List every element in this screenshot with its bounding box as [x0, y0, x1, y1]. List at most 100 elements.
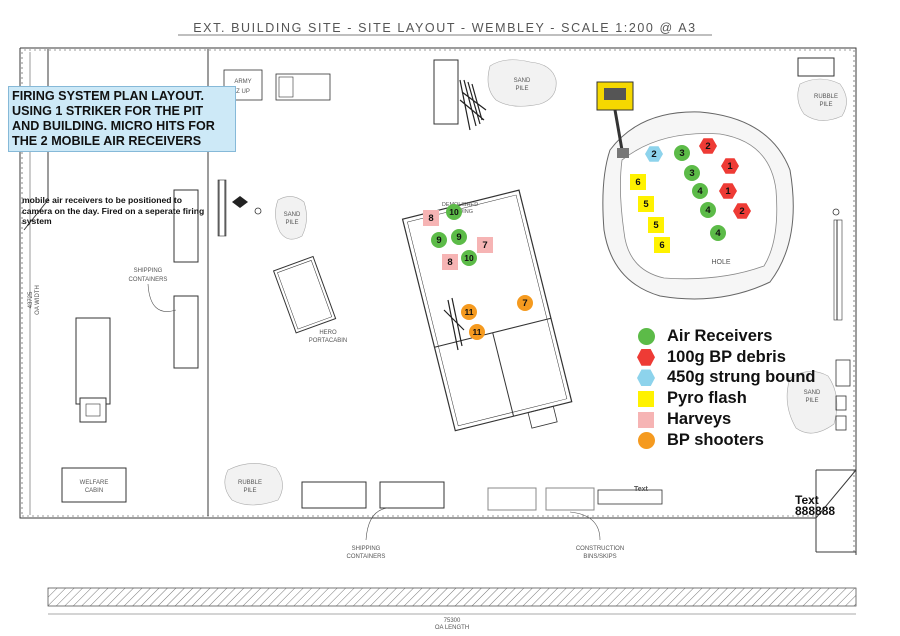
air-receiver-marker — [674, 145, 690, 161]
legend-label: BP shooters — [667, 430, 764, 449]
shipping-container-a — [173, 189, 199, 263]
marker-number: 4 — [697, 186, 703, 197]
marker-number: 6 — [635, 177, 640, 188]
text-placeholder-line-2: 888888 — [795, 504, 836, 518]
air-receiver-marker — [451, 229, 467, 245]
demolished-building — [401, 189, 573, 432]
marker-number: 8 — [428, 213, 433, 224]
bp-debris-marker — [719, 183, 737, 199]
legend-bp-debris-icon — [637, 348, 655, 366]
legend-label: Pyro flash — [667, 389, 747, 408]
shipping-container-b — [173, 295, 199, 369]
marker-number: 3 — [689, 168, 694, 179]
legend-harveys-icon — [638, 411, 654, 428]
marker-number: 11 — [465, 307, 474, 317]
marker-number: 1 — [727, 161, 733, 172]
legend-label: Harveys — [667, 410, 732, 429]
marker-number: 5 — [653, 220, 659, 231]
shipping-container-bottom-b — [379, 481, 445, 509]
legend-label: 450g strung bound — [667, 368, 816, 387]
legend-row: 450g strung bound — [636, 368, 846, 389]
marker-number: 10 — [464, 253, 474, 263]
crane-vehicle — [75, 317, 111, 405]
construction-bin-a — [487, 487, 537, 511]
bp-debris-marker — [733, 203, 751, 219]
marker-number: 8 — [447, 257, 452, 268]
fence-panel-left — [217, 179, 227, 237]
hero-portacabin — [272, 255, 337, 334]
marker-number: 1 — [725, 186, 731, 197]
marker-number: 4 — [705, 205, 711, 216]
rubble-pile-right — [797, 78, 847, 121]
legend-pyro-flash-icon — [638, 390, 654, 407]
legend-label: 100g BP debris — [667, 347, 786, 366]
top-container — [433, 59, 459, 125]
legend-label: Air Receivers — [667, 326, 773, 345]
plan-title: EXT. BUILDING SITE - SITE LAYOUT - WEMBL… — [193, 21, 696, 35]
air-receiver-marker — [431, 232, 447, 248]
air-receiver-marker — [700, 202, 716, 218]
strung-bound-marker — [645, 146, 663, 162]
small-text-label: Text — [634, 486, 649, 493]
air-receiver-marker — [692, 183, 708, 199]
shipping-container-bottom-a — [301, 481, 367, 509]
callout-line-1: FIRING SYSTEM PLAN LAYOUT. — [12, 89, 204, 103]
pyro-flash-marker — [630, 174, 646, 190]
legend-air-receivers-icon — [637, 327, 655, 345]
harveys-marker — [477, 237, 493, 253]
air-receiver-marker — [684, 165, 700, 181]
marker-number: 3 — [679, 148, 684, 159]
pyro-flash-marker — [654, 237, 670, 253]
gate-left — [232, 196, 248, 208]
marker-number: 4 — [715, 228, 721, 239]
debris-scribble-building — [443, 297, 465, 351]
marker-number: 10 — [449, 207, 459, 217]
firing-system-callout: FIRING SYSTEM PLAN LAYOUT. USING 1 STRIK… — [8, 86, 236, 152]
marker-number: 7 — [522, 298, 527, 309]
air-receiver-marker — [446, 204, 462, 220]
legend-row: Pyro flash — [636, 388, 846, 409]
bp-shooter-marker — [517, 295, 533, 311]
rubble-pile-bottom — [224, 463, 283, 506]
debris-scribble-top — [459, 79, 487, 131]
callout-line-4: THE 2 MOBILE AIR RECEIVERS — [12, 134, 202, 148]
fence-panel-right — [833, 219, 843, 321]
sand-pile-right — [786, 371, 838, 434]
portaloo-right — [797, 57, 835, 77]
legend-row: Harveys — [636, 409, 846, 430]
marker-number: 5 — [643, 199, 649, 210]
legend-strung-bound-icon — [637, 369, 655, 387]
marker-number: 9 — [436, 235, 441, 246]
legend: Air Receivers 100g BP debris 450g strung… — [636, 326, 846, 451]
legend-row: BP shooters — [636, 430, 846, 451]
truck — [275, 73, 331, 101]
text-placeholder-label: Text 888888 — [795, 494, 836, 518]
air-receiver-marker — [710, 225, 726, 241]
marker-number: 6 — [659, 240, 664, 251]
bp-debris-marker — [721, 158, 739, 174]
bp-shooter-marker — [461, 304, 477, 320]
air-receiver-marker — [461, 250, 477, 266]
harveys-marker — [423, 210, 439, 226]
harveys-marker — [442, 254, 458, 270]
marker-number: 7 — [482, 240, 487, 251]
marker-number: 2 — [705, 141, 710, 152]
barrier-right — [835, 359, 851, 387]
lamp-left — [254, 207, 262, 215]
width-dimension-label: 43725OA WIDTH — [28, 285, 41, 315]
legend-bp-shooters-icon — [637, 431, 655, 449]
marker-number: 11 — [473, 327, 482, 337]
pyro-flash-marker — [648, 217, 664, 233]
excavator — [596, 81, 634, 158]
